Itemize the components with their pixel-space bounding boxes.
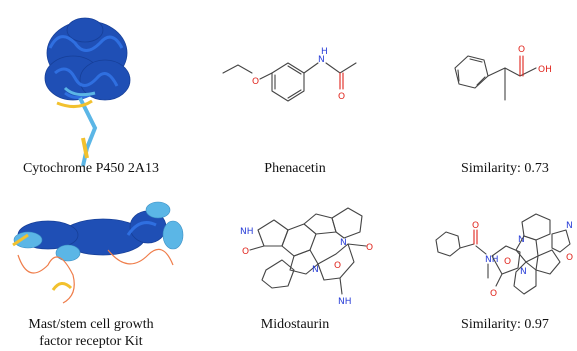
atom-o-lactam: O bbox=[242, 247, 249, 257]
atom-o-acid-carbonyl: O bbox=[518, 45, 525, 55]
protein-name-1: Cytochrome P450 2A13 bbox=[22, 161, 160, 176]
atom-o-methoxy: O bbox=[490, 289, 497, 299]
atom-o-benzamide: O bbox=[472, 221, 479, 231]
drug-structure-midostaurin: NH O N N O O NH bbox=[240, 207, 373, 307]
atom-o-ether: O bbox=[252, 77, 259, 87]
protein-name-2-line-1: Mast/stem cell growth bbox=[28, 317, 154, 332]
similarity-score-1: Similarity: 0.73 bbox=[461, 161, 549, 176]
protein-name-2-line-2: factor receptor Kit bbox=[39, 334, 143, 349]
drug-name-2: Midostaurin bbox=[260, 317, 330, 332]
atom-n-benzamide: NH bbox=[485, 255, 499, 265]
atom-nh-lactam: NH bbox=[240, 227, 254, 237]
similar-compound-structure-1: O OH bbox=[454, 45, 552, 101]
protein-structure-image-1 bbox=[44, 17, 131, 167]
similarity-score-2: Similarity: 0.97 bbox=[461, 317, 549, 332]
atom-o-methoxy: O bbox=[366, 243, 373, 253]
atom-n-indole-1: N bbox=[312, 265, 319, 275]
atom-n-indole-2: N bbox=[520, 267, 527, 277]
atom-n-amide: N bbox=[318, 55, 325, 65]
atom-n-indole-2: N bbox=[340, 238, 347, 248]
atom-nh-methylamino: NH bbox=[338, 297, 352, 307]
atom-nh-lactam: N bbox=[566, 221, 573, 231]
protein-structure-image-2 bbox=[12, 201, 184, 304]
similar-compound-structure-2: O NH O O N N N O bbox=[435, 213, 573, 299]
atom-o-carbonyl: O bbox=[338, 92, 345, 102]
atom-o-lactam: O bbox=[566, 253, 573, 263]
atom-oh-acid: OH bbox=[538, 65, 552, 75]
atom-o-bridge: O bbox=[504, 257, 511, 267]
atom-h-amide: H bbox=[321, 47, 328, 57]
atom-o-bridge: O bbox=[334, 261, 341, 271]
drug-name-1: Phenacetin bbox=[264, 161, 326, 176]
drug-structure-phenacetin: O N H O bbox=[222, 47, 357, 102]
